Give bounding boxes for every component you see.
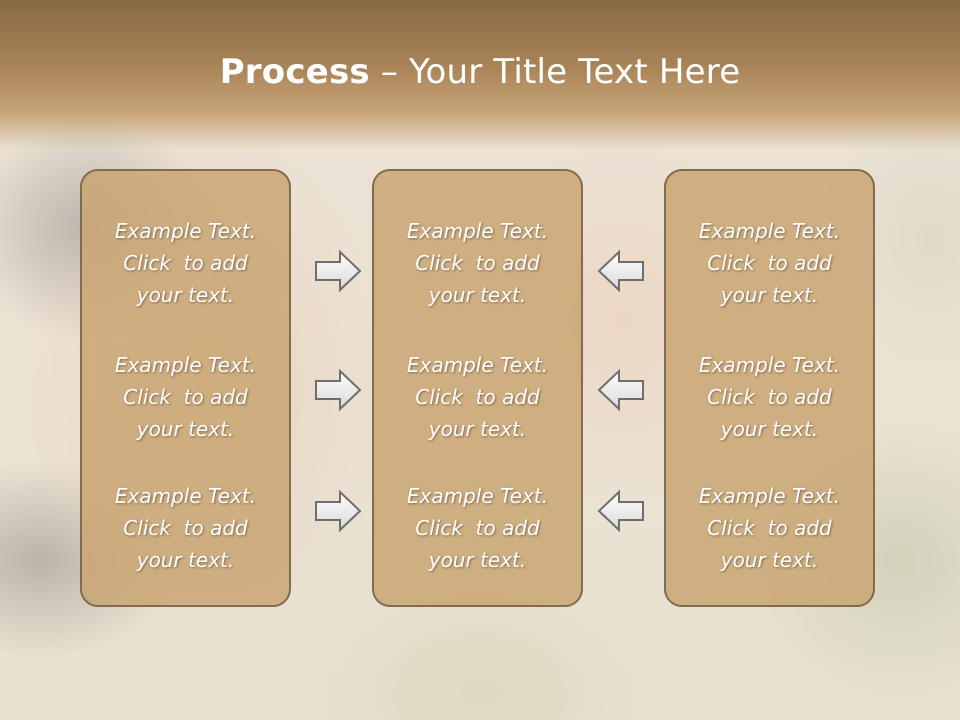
text-line: Click to add	[123, 516, 248, 540]
text-line: your text.	[136, 283, 235, 307]
text-line: Click to add	[707, 516, 832, 540]
text-line: Click to add	[707, 251, 832, 275]
right-arrow-icon[interactable]	[314, 489, 362, 533]
text-line: Click to add	[415, 251, 540, 275]
text-line: Example Text.	[114, 219, 257, 243]
text-line: Example Text.	[406, 484, 549, 508]
text-line: Example Text.	[114, 353, 257, 377]
right-arrow-icon[interactable]	[314, 368, 362, 412]
text-placeholder[interactable]: Example Text. Click to add your text.	[82, 215, 289, 311]
text-line: Click to add	[123, 385, 248, 409]
text-line: Click to add	[415, 385, 540, 409]
text-placeholder[interactable]: Example Text. Click to add your text.	[374, 480, 581, 576]
text-placeholder[interactable]: Example Text. Click to add your text.	[82, 349, 289, 445]
text-line: Example Text.	[698, 484, 841, 508]
text-line: Example Text.	[698, 219, 841, 243]
title-rest: – Your Title Text Here	[369, 52, 741, 92]
text-placeholder[interactable]: Example Text. Click to add your text.	[666, 349, 873, 445]
title-bar	[0, 0, 960, 150]
text-line: your text.	[720, 283, 819, 307]
text-placeholder[interactable]: Example Text. Click to add your text.	[82, 480, 289, 576]
process-box-center[interactable]: Example Text. Click to add your text. Ex…	[372, 169, 583, 607]
text-line: your text.	[136, 548, 235, 572]
text-line: Example Text.	[406, 219, 549, 243]
text-line: your text.	[428, 417, 527, 441]
text-placeholder[interactable]: Example Text. Click to add your text.	[374, 215, 581, 311]
text-line: Example Text.	[114, 484, 257, 508]
left-arrow-icon[interactable]	[597, 489, 645, 533]
left-arrow-icon[interactable]	[597, 368, 645, 412]
text-line: your text.	[136, 417, 235, 441]
text-line: your text.	[428, 283, 527, 307]
text-placeholder[interactable]: Example Text. Click to add your text.	[666, 215, 873, 311]
left-arrow-icon[interactable]	[597, 249, 645, 293]
text-line: Example Text.	[406, 353, 549, 377]
text-line: your text.	[720, 548, 819, 572]
process-box-right[interactable]: Example Text. Click to add your text. Ex…	[664, 169, 875, 607]
text-line: Click to add	[707, 385, 832, 409]
right-arrow-icon[interactable]	[314, 249, 362, 293]
text-line: your text.	[428, 548, 527, 572]
text-line: Example Text.	[698, 353, 841, 377]
process-box-left[interactable]: Example Text. Click to add your text. Ex…	[80, 169, 291, 607]
title-strong: Process	[219, 52, 370, 92]
text-placeholder[interactable]: Example Text. Click to add your text.	[666, 480, 873, 576]
text-line: Click to add	[123, 251, 248, 275]
text-placeholder[interactable]: Example Text. Click to add your text.	[374, 349, 581, 445]
text-line: your text.	[720, 417, 819, 441]
slide-title[interactable]: Process – Your Title Text Here	[0, 52, 960, 92]
text-line: Click to add	[415, 516, 540, 540]
